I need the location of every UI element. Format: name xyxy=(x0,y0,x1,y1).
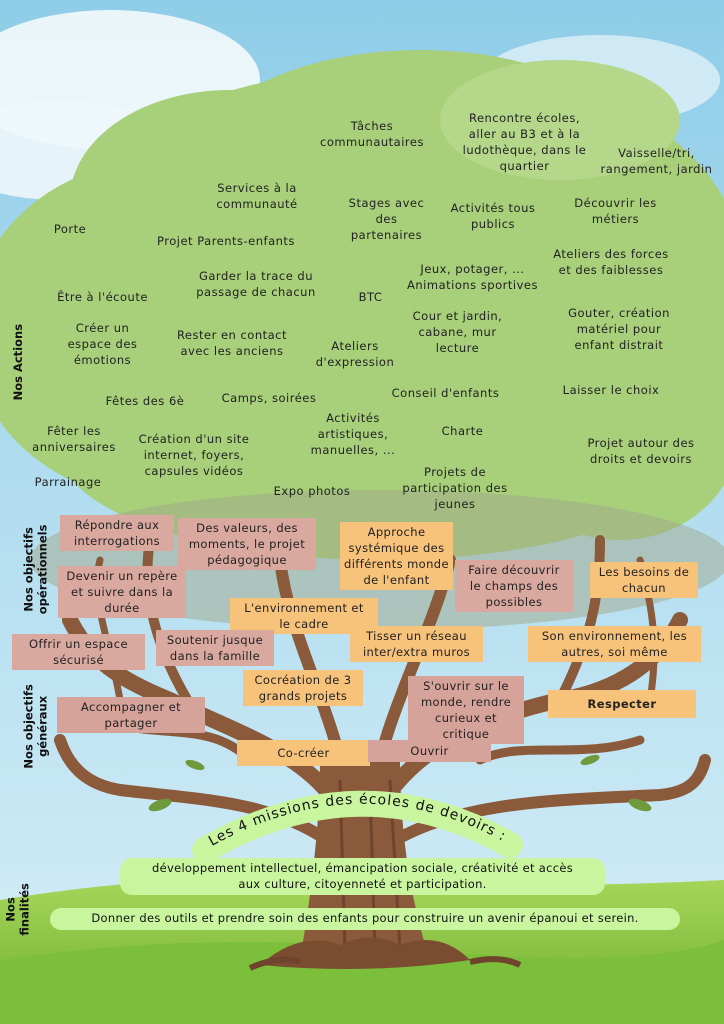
goal-text: Donner des outils et prendre soin des en… xyxy=(50,908,680,930)
action-item: Tâches communautaires xyxy=(320,119,424,150)
action-item: Gouter, création matériel pour enfant di… xyxy=(568,306,670,353)
action-item: Charte xyxy=(441,424,484,438)
general-objective: Cocréation de 3 grands projets xyxy=(243,670,363,707)
action-item: Laisser le choix xyxy=(562,383,660,397)
action-item: Être à l'écoute xyxy=(57,290,148,304)
action-item: Fêtes des 6è xyxy=(105,394,185,408)
side-label-operational: Nos objectifs opérationnels xyxy=(21,524,50,615)
action-item: Jeux, potager, ... Animations sportives xyxy=(407,262,538,293)
general-objective: Respecter xyxy=(548,690,696,719)
operational-objective: Son environnement, les autres, soi même xyxy=(528,626,701,663)
action-item: Camps, soirées xyxy=(221,391,317,405)
side-label-general: Nos objectifs généraux xyxy=(21,684,50,769)
action-item: Services à la communauté xyxy=(216,181,298,212)
operational-objective: Devenir un repère et suivre dans la duré… xyxy=(58,566,186,619)
action-item: Projet Parents-enfants xyxy=(157,234,295,248)
action-item: Activités artistiques, manuelles, ... xyxy=(310,411,396,458)
action-item: Projets de participation des jeunes xyxy=(402,465,508,512)
action-item: Création d'un site internet, foyers, cap… xyxy=(138,432,250,479)
action-item: Parrainage xyxy=(34,475,102,489)
action-item: Rencontre écoles, aller au B3 et à la lu… xyxy=(462,111,587,174)
operational-objective: Approche systémique des différents monde… xyxy=(340,522,453,591)
action-item: BTC xyxy=(358,290,383,304)
action-item: Ateliers d'expression xyxy=(315,339,395,370)
action-item: Stages avec des partenaires xyxy=(348,196,425,243)
action-item: Activités tous publics xyxy=(450,201,536,232)
operational-objective: Offrir un espace sécurisé xyxy=(12,634,145,671)
missions-text: développement intellectuel, émancipation… xyxy=(120,858,605,896)
side-label-actions: Nos Actions xyxy=(10,323,25,401)
general-objective: S'ouvrir sur le monde, rendre curieux et… xyxy=(408,676,524,745)
operational-objective: Tisser un réseau inter/extra muros xyxy=(350,626,483,663)
action-item: Fêter les anniversaires xyxy=(32,424,116,455)
action-item: Rester en contact avec les anciens xyxy=(176,328,288,359)
side-label-finalites: Nos finalités xyxy=(3,883,32,936)
action-item: Porte xyxy=(53,222,87,236)
general-objective: Ouvrir xyxy=(368,740,491,763)
action-item: Garder la trace du passage de chacun xyxy=(196,269,316,300)
action-item: Vaisselle/tri, rangement, jardin xyxy=(600,146,713,177)
general-objective: Accompagner et partager xyxy=(57,697,205,734)
operational-objective: Des valeurs, des moments, le projet péda… xyxy=(178,518,316,571)
operational-objective: Les besoins de chacun xyxy=(590,562,698,599)
operational-objective: Répondre aux interrogations xyxy=(60,515,174,552)
action-item: Ateliers des forces et des faiblesses xyxy=(553,247,669,278)
operational-objective: Faire découvrir le champs des possibles xyxy=(455,560,573,613)
operational-objective: Soutenir jusque dans la famille xyxy=(156,630,274,667)
action-item: Cour et jardin, cabane, mur lecture xyxy=(412,309,503,356)
action-item: Projet autour des droits et devoirs xyxy=(587,436,695,467)
action-item: Expo photos xyxy=(273,484,351,498)
general-objective: Co-créer xyxy=(237,740,370,767)
action-item: Conseil d'enfants xyxy=(391,386,500,400)
action-item: Découvrir les métiers xyxy=(574,196,657,227)
action-item: Créer un espace des émotions xyxy=(67,321,138,368)
